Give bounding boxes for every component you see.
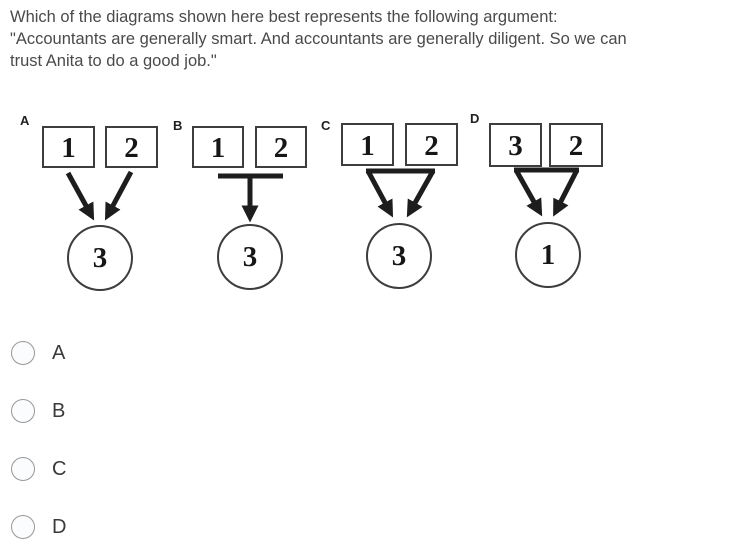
diagram-c-label: C xyxy=(321,118,331,133)
diagram-c-premise-box-2: 2 xyxy=(405,123,458,166)
question-line: trust Anita to do a good job." xyxy=(10,52,217,70)
option-a-label: A xyxy=(52,342,66,364)
diagram-d-label: D xyxy=(470,111,480,126)
answer-option-d[interactable]: D xyxy=(11,515,66,539)
diagram-b-conclusion-circle: 3 xyxy=(217,224,283,290)
diagram-a-conclusion-circle: 3 xyxy=(67,225,133,291)
diagram-b-premise-box-1: 1 xyxy=(192,126,244,168)
option-c-label: C xyxy=(52,458,67,480)
diagram-a: A 1 2 3 xyxy=(14,110,169,302)
diagram-b-label: B xyxy=(173,118,183,133)
option-d-label: D xyxy=(52,516,67,538)
diagram-c-conclusion-circle: 3 xyxy=(366,223,432,289)
answer-option-a[interactable]: A xyxy=(11,341,65,365)
diagram-c-premise-box-1: 1 xyxy=(341,123,394,166)
diagram-d-premise-box-2: 2 xyxy=(549,123,603,167)
diagram-a-premise-box-2: 2 xyxy=(105,126,158,168)
diagram-a-premise-box-1: 1 xyxy=(42,126,95,168)
radio-button-a[interactable] xyxy=(11,341,35,365)
diagram-d-premise-box-1: 3 xyxy=(489,123,542,167)
question-line: Which of the diagrams shown here best re… xyxy=(10,8,558,26)
diagram-d: D 3 2 1 xyxy=(463,107,613,299)
question-line: "Accountants are generally smart. And ac… xyxy=(10,30,627,48)
question-text: Which of the diagrams shown here best re… xyxy=(10,6,627,72)
diagram-d-conclusion-circle: 1 xyxy=(515,222,581,288)
diagram-b-premise-box-2: 2 xyxy=(255,126,307,168)
answer-option-b[interactable]: B xyxy=(11,399,65,423)
radio-button-d[interactable] xyxy=(11,515,35,539)
radio-button-b[interactable] xyxy=(11,399,35,423)
diagram-c: C 1 2 3 xyxy=(315,108,465,300)
diagram-a-label: A xyxy=(20,113,30,128)
diagram-b: B 1 2 3 xyxy=(166,110,316,302)
radio-button-c[interactable] xyxy=(11,457,35,481)
answer-option-c[interactable]: C xyxy=(11,457,66,481)
option-b-label: B xyxy=(52,400,66,422)
